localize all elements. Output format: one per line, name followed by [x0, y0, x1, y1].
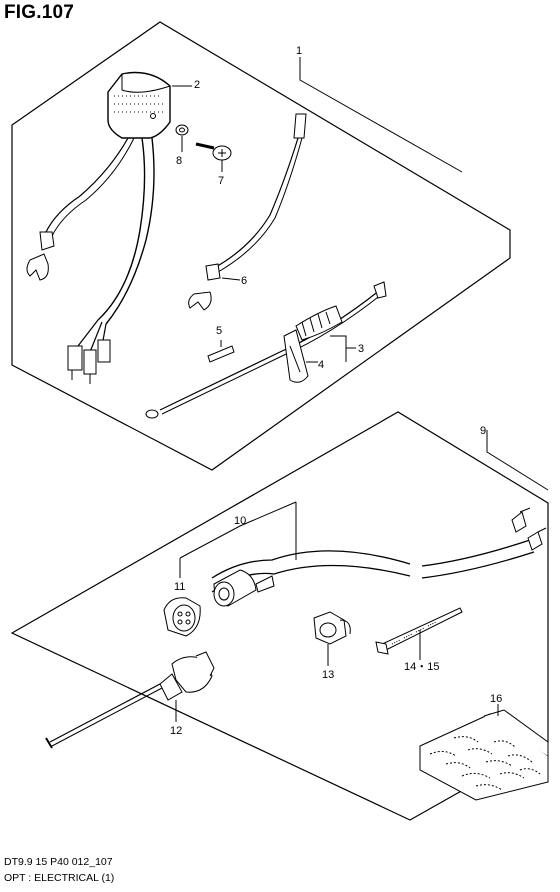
- figure-caption: OPT : ELECTRICAL (1): [4, 872, 115, 884]
- figure-code: DT9.9 15 P40 012_107: [4, 856, 113, 868]
- harness-10: [179, 501, 547, 593]
- callout-3: 3: [358, 343, 364, 355]
- kit-1-outline: [11, 21, 511, 471]
- connector-plug-10: [213, 569, 275, 607]
- bracket-4: [283, 329, 309, 383]
- grommet-13: [313, 611, 351, 645]
- figure-title: FIG.107: [4, 2, 75, 23]
- callout-1: 1: [296, 45, 302, 57]
- callout-11: 11: [174, 581, 185, 593]
- lead-wire-6: [188, 113, 307, 311]
- cord-assembly-3: [145, 281, 387, 419]
- callout-8: 8: [176, 155, 182, 167]
- callout-16: 16: [490, 693, 502, 705]
- connector-cap-11: [163, 597, 201, 637]
- leader-6: [221, 277, 241, 281]
- screw-7: [195, 142, 232, 161]
- callout-2: 2: [194, 79, 200, 91]
- callout-14-15: 14・15: [404, 661, 439, 673]
- callout-6: 6: [241, 275, 247, 287]
- parts-bag-16: [419, 709, 549, 801]
- kit-9-outline: [10, 411, 549, 821]
- callout-5: 5: [216, 325, 222, 337]
- leader-1: [299, 57, 463, 173]
- callout-12: 12: [170, 725, 182, 737]
- callout-13: 13: [322, 669, 334, 681]
- leader-3-4: [306, 335, 356, 363]
- callout-9: 9: [480, 425, 486, 437]
- cable-tie-14-15: [375, 607, 463, 655]
- callout-10: 10: [234, 515, 246, 527]
- clip-5: [207, 345, 235, 363]
- socket-12: [45, 651, 215, 749]
- leader-9: [486, 430, 549, 491]
- callout-7: 7: [218, 175, 224, 187]
- callout-4: 4: [318, 359, 324, 371]
- washer-8: [175, 124, 189, 136]
- rectifier-module-2: [26, 71, 171, 384]
